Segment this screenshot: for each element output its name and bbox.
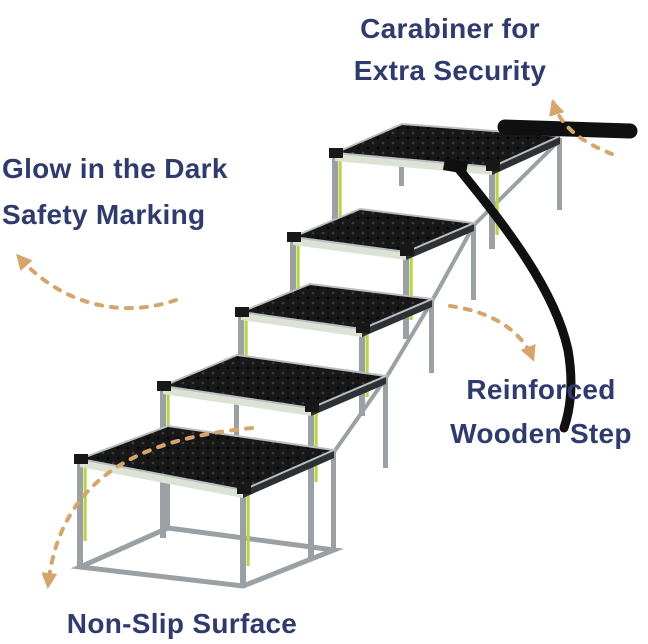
stairs-illustration	[70, 119, 638, 589]
label-carabiner-line1: Carabiner for	[360, 13, 540, 44]
step-4-glow-strips	[296, 241, 413, 320]
step-3-glow-strips	[244, 316, 369, 397]
step-4-tread	[289, 207, 478, 254]
step-3	[235, 282, 436, 416]
label-carabiner-line2: Extra Security	[353, 55, 547, 86]
label-reinforced-line2: Wooden Step	[450, 418, 632, 449]
label-reinforced-step: Reinforced Wooden Step	[434, 368, 648, 456]
label-reinforced-line1: Reinforced	[466, 374, 616, 405]
step-2-corner-brackets	[157, 381, 319, 412]
step-5-glow-strips	[338, 157, 499, 235]
label-non-slip-surface: Non-Slip Surface	[50, 608, 314, 640]
carabiner-strap	[443, 158, 576, 433]
carabiner-arrow	[549, 99, 614, 156]
step-3-tread	[237, 282, 436, 331]
label-nonslip-line1: Non-Slip Surface	[66, 608, 298, 639]
step-2-tread	[159, 353, 390, 410]
base-frame	[70, 525, 344, 589]
glow-arrow	[16, 253, 178, 311]
nonslip-arrow	[41, 426, 254, 589]
step-1	[70, 424, 344, 589]
reinforced-arrow	[448, 304, 536, 362]
label-glow-line1: Glow in the Dark	[2, 153, 228, 184]
step-1-tread	[76, 424, 338, 492]
label-carabiner: Carabiner for Extra Security	[332, 8, 568, 92]
step-1-glow-strips	[83, 463, 250, 566]
step-2	[157, 353, 390, 560]
step-3-corner-brackets	[235, 307, 370, 333]
step-4-corner-brackets	[287, 232, 414, 256]
label-glow-in-the-dark: Glow in the Dark Safety Marking	[2, 146, 258, 238]
step-4	[287, 207, 478, 339]
step-5-corner-brackets	[329, 148, 500, 171]
callout-arrows	[16, 99, 614, 589]
step-1-corner-brackets	[74, 454, 251, 494]
label-glow-line2: Safety Marking	[2, 199, 206, 230]
